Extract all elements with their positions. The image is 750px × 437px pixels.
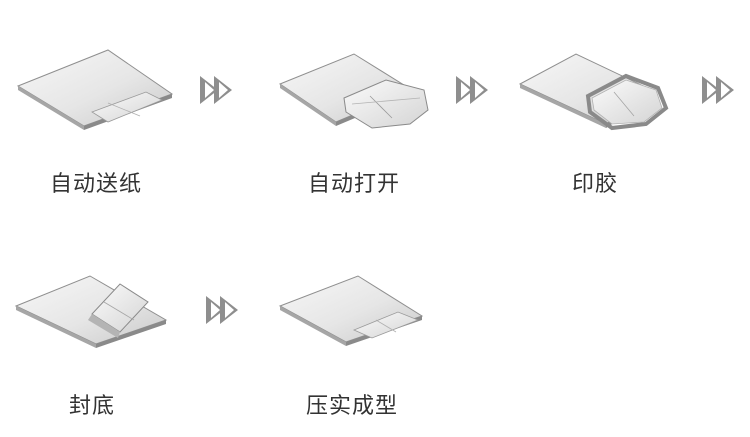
bag-open-illustration [278, 53, 429, 129]
step-arrow-2 [456, 76, 488, 104]
step-arrow-1 [200, 76, 232, 104]
step-label-seal: 封底 [68, 394, 116, 419]
bag-seal-illustration [14, 275, 168, 348]
step-label-press: 压实成型 [305, 394, 399, 419]
step-label-open: 自动打开 [307, 172, 401, 197]
bag-press-illustration [278, 275, 424, 346]
step-arrow-4 [206, 296, 238, 324]
step-label-glue: 印胶 [571, 172, 619, 197]
step-arrow-3 [702, 76, 734, 104]
bag-feed-illustration [16, 49, 174, 130]
step-label-feed: 自动送纸 [49, 172, 143, 197]
bag-glue-illustration [518, 53, 669, 131]
